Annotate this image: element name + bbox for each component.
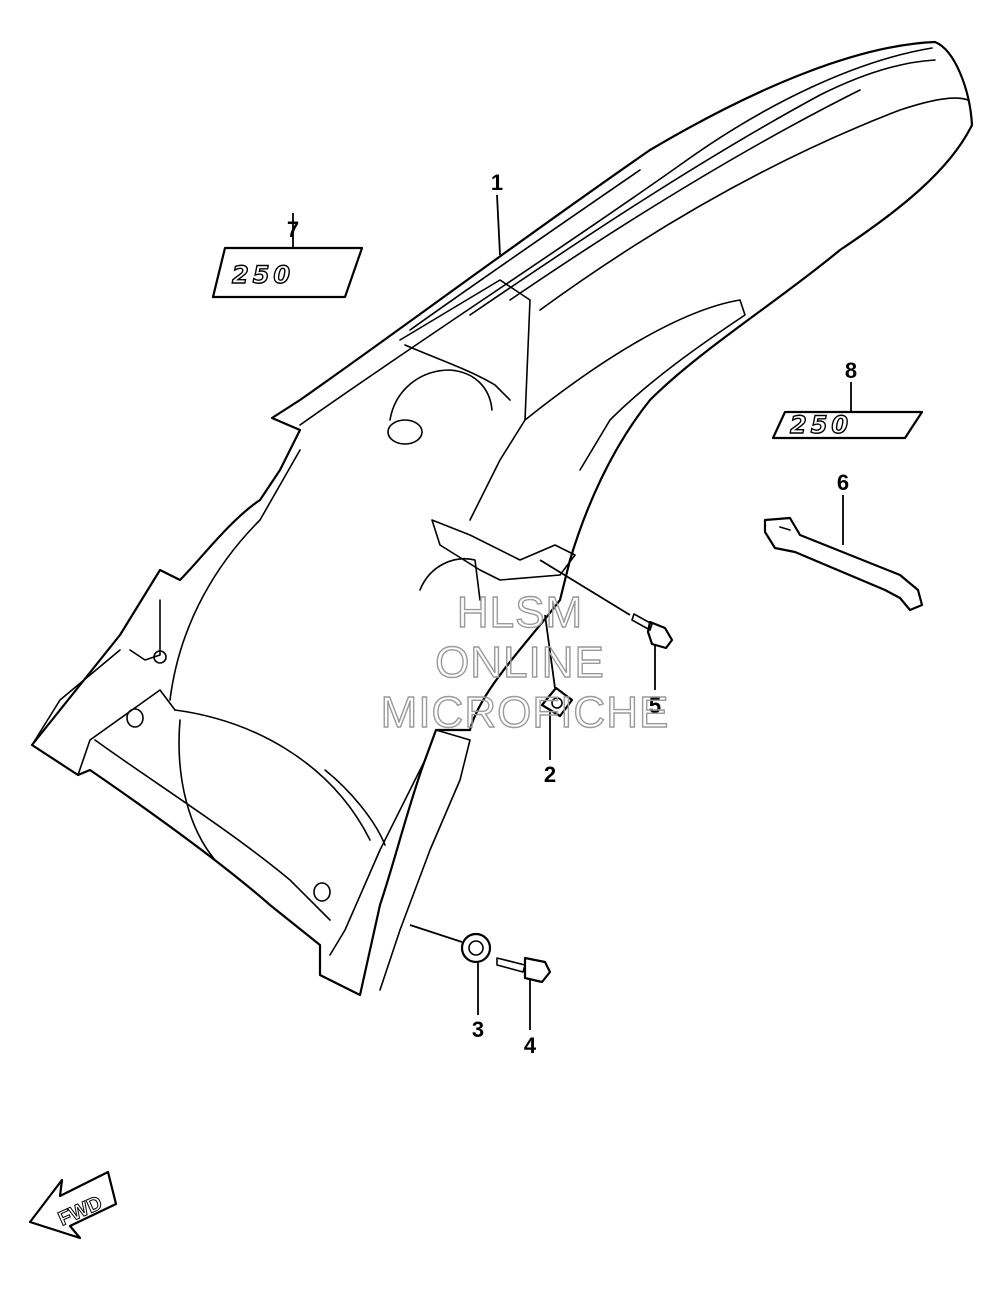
watermark: HLSM ONLINE MICROFICHE <box>380 587 670 737</box>
decal-part-7: 250 <box>211 213 364 299</box>
callout-5[interactable]: 5 <box>649 693 661 718</box>
nut-part-2 <box>540 614 574 760</box>
fwd-arrow-icon: FWD <box>28 1170 118 1240</box>
callout-8[interactable]: 8 <box>845 358 857 383</box>
rear-fender <box>30 40 974 997</box>
watermark-line-1: HLSM <box>457 588 583 637</box>
bolt-part-5 <box>539 559 674 690</box>
bolt-part-4 <box>496 956 552 1030</box>
callout-3[interactable]: 3 <box>472 1017 484 1042</box>
callout-7[interactable]: 7 <box>287 217 299 242</box>
callout-1[interactable]: 1 <box>491 170 503 195</box>
leader-part-1 <box>496 194 501 256</box>
bracket-part-6 <box>763 495 924 612</box>
watermark-line-2: ONLINE <box>435 638 605 687</box>
callout-4[interactable]: 4 <box>524 1033 537 1058</box>
fwd-label: FWD <box>55 1192 106 1231</box>
callout-2[interactable]: 2 <box>544 762 556 787</box>
decal-part-8: 250 <box>771 382 924 440</box>
nut-part-3 <box>409 924 492 1015</box>
decal-8-text: 250 <box>790 411 852 439</box>
decal-7-text: 250 <box>232 261 294 289</box>
watermark-line-3: MICROFICHE <box>381 688 670 737</box>
callout-6[interactable]: 6 <box>837 470 849 495</box>
